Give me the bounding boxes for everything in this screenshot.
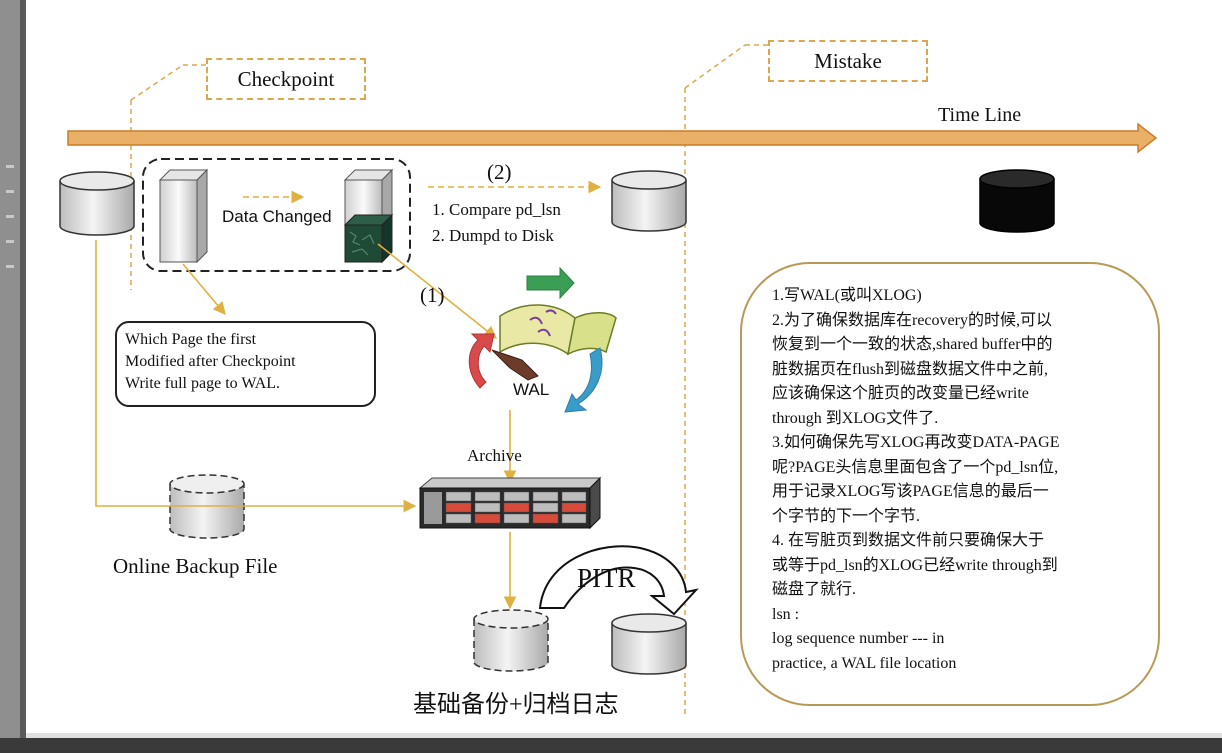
explanation-line: 呢?PAGE头信息里面包含了一个pd_lsn位,	[772, 458, 1059, 476]
explanation-line: 恢复到一个一致的状态,shared buffer中的	[772, 336, 1053, 353]
explanation-bubble	[740, 262, 1160, 706]
frame-grip	[6, 165, 14, 168]
curved-arrow-icon	[538, 545, 699, 616]
dump-label: 2. Dumpd to Disk	[432, 226, 554, 245]
note-line: Write full page to WAL.	[125, 375, 281, 392]
archive-label: Archive	[467, 446, 522, 465]
checkpoint-label: Checkpoint	[206, 58, 366, 100]
checkpoint-leader	[130, 64, 184, 101]
dirty-to-wal-arrow	[377, 243, 498, 339]
explanation-line: 1.写WAL(或叫XLOG)	[772, 287, 922, 304]
window-left-frame-edge	[20, 0, 26, 753]
explanation-line: 3.如何确保先写XLOG再改变DATA-PAGE	[772, 434, 1060, 451]
page-icon	[158, 168, 209, 264]
explanation-line: 4. 在写脏页到数据文件前只要确保大于	[772, 532, 1045, 549]
database-icon	[59, 171, 135, 236]
db-to-archive-line	[95, 240, 417, 513]
database-icon	[979, 169, 1055, 233]
explanation-line: 用于记录XLOG写该PAGE信息的最后一	[772, 483, 1049, 500]
window-bottom-frame	[0, 738, 1222, 753]
explanation-line: 脏数据页在flush到磁盘数据文件中之前,	[772, 360, 1049, 378]
dirty-page-icon	[343, 168, 394, 264]
explanation-line: 2.为了确保数据库在recovery的时候,可以	[772, 311, 1052, 329]
pitr-label: PITR	[577, 563, 636, 593]
frame-grip	[6, 190, 14, 193]
database-icon	[611, 613, 687, 675]
note-line: Which Page the first	[125, 331, 257, 348]
wal-book-icon	[468, 266, 617, 413]
mistake-label: Mistake	[768, 40, 928, 82]
page-to-note-arrow	[182, 263, 226, 315]
explanation-line: 应该确保这个脏页的改变量已经write	[772, 385, 1029, 402]
explanation-line: 或等于pd_lsn的XLOG已经write through到	[772, 556, 1058, 574]
explanation-line: 磁盘了就行.	[772, 581, 857, 598]
data-changed-label: Data Changed	[222, 207, 332, 226]
frame-grip	[6, 215, 14, 218]
mistake-leader	[684, 44, 746, 89]
explanation-text: 1.写WAL(或叫XLOG) 2.为了确保数据库在recovery的时候,可以 …	[772, 284, 1059, 676]
frame-grip	[6, 240, 14, 243]
database-icon	[611, 170, 687, 232]
database-icon	[473, 609, 549, 672]
buffer-group-box	[142, 158, 411, 272]
explanation-line: practice, a WAL file location	[772, 654, 957, 672]
time-line-label: Time Line	[938, 104, 1022, 126]
explanation-line: 个字节的下一个字节.	[772, 507, 921, 525]
window-bottom-edge	[26, 733, 1222, 739]
compare-label: 1. Compare pd_lsn	[432, 200, 561, 219]
step1-label: (1)	[420, 283, 445, 307]
database-icon	[169, 474, 245, 539]
note-line: Modified after Checkpoint	[125, 353, 296, 370]
timeline-arrow	[67, 122, 1158, 154]
checkpoint-note: Which Page the first Modified after Chec…	[115, 321, 376, 407]
server-rack-icon	[418, 476, 602, 530]
explanation-line: lsn :	[772, 605, 800, 623]
wal-label: WAL	[513, 380, 550, 399]
base-backup-label: 基础备份+归档日志	[413, 692, 619, 718]
step2-label: (2)	[487, 160, 512, 184]
explanation-line: log sequence number --- in	[772, 630, 945, 647]
online-backup-label: Online Backup File	[113, 554, 278, 578]
frame-grip	[6, 265, 14, 268]
explanation-line: through 到XLOG文件了.	[772, 409, 939, 427]
